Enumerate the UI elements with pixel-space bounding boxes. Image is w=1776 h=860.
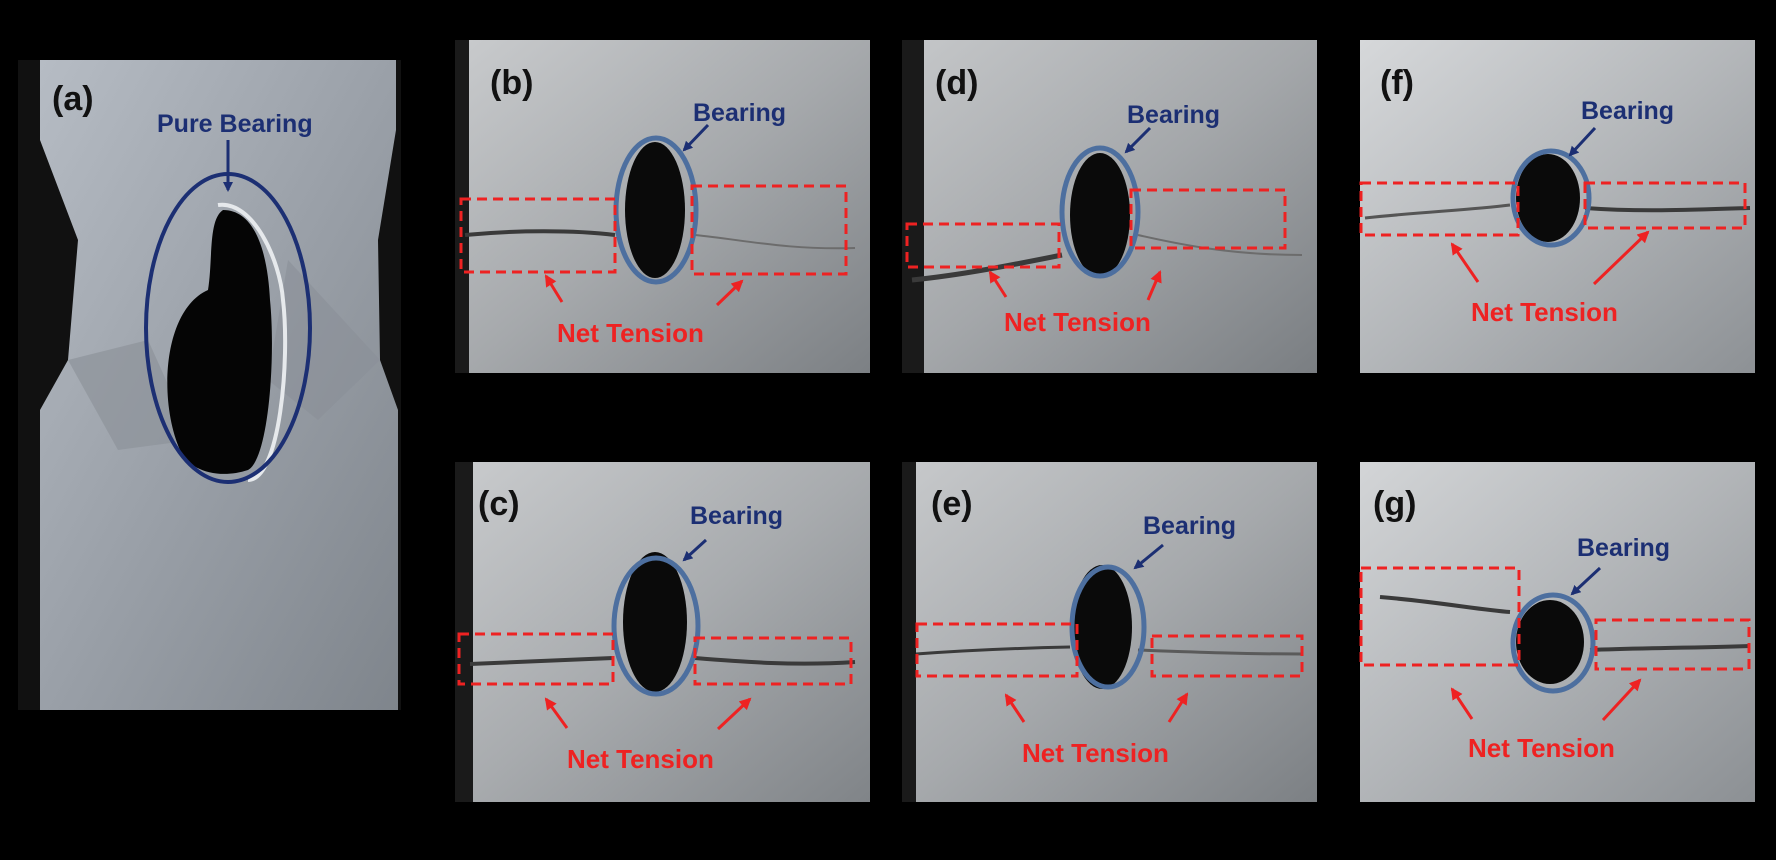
panel-tag-g: (g): [1373, 485, 1417, 523]
bearing-label-c: Bearing: [690, 502, 784, 530]
specimen-photo-a: [18, 60, 401, 710]
net-tension-label-g: Net Tension: [1468, 733, 1615, 763]
panel-tag-f: (f): [1380, 64, 1414, 102]
panel-tag-c: (c): [478, 485, 520, 523]
panel-tag-d: (d): [935, 64, 979, 102]
bearing-label-b: Bearing: [693, 99, 787, 127]
panel-tag-e: (e): [931, 485, 973, 523]
panel-tag-a: (a): [52, 80, 94, 118]
bearing-label-d: Bearing: [1127, 101, 1221, 129]
net-tension-label-e: Net Tension: [1022, 738, 1169, 768]
bearing-label-e: Bearing: [1143, 512, 1237, 540]
bearing-label-f: Bearing: [1581, 97, 1675, 125]
bearing-label-g: Bearing: [1577, 534, 1671, 562]
panel-tag-b: (b): [490, 64, 534, 102]
net-tension-label-b: Net Tension: [557, 318, 704, 348]
net-tension-label-f: Net Tension: [1471, 297, 1618, 327]
net-tension-label-d: Net Tension: [1004, 307, 1151, 337]
net-tension-label-c: Net Tension: [567, 744, 714, 774]
pure-bearing-label: Pure Bearing: [157, 110, 313, 138]
